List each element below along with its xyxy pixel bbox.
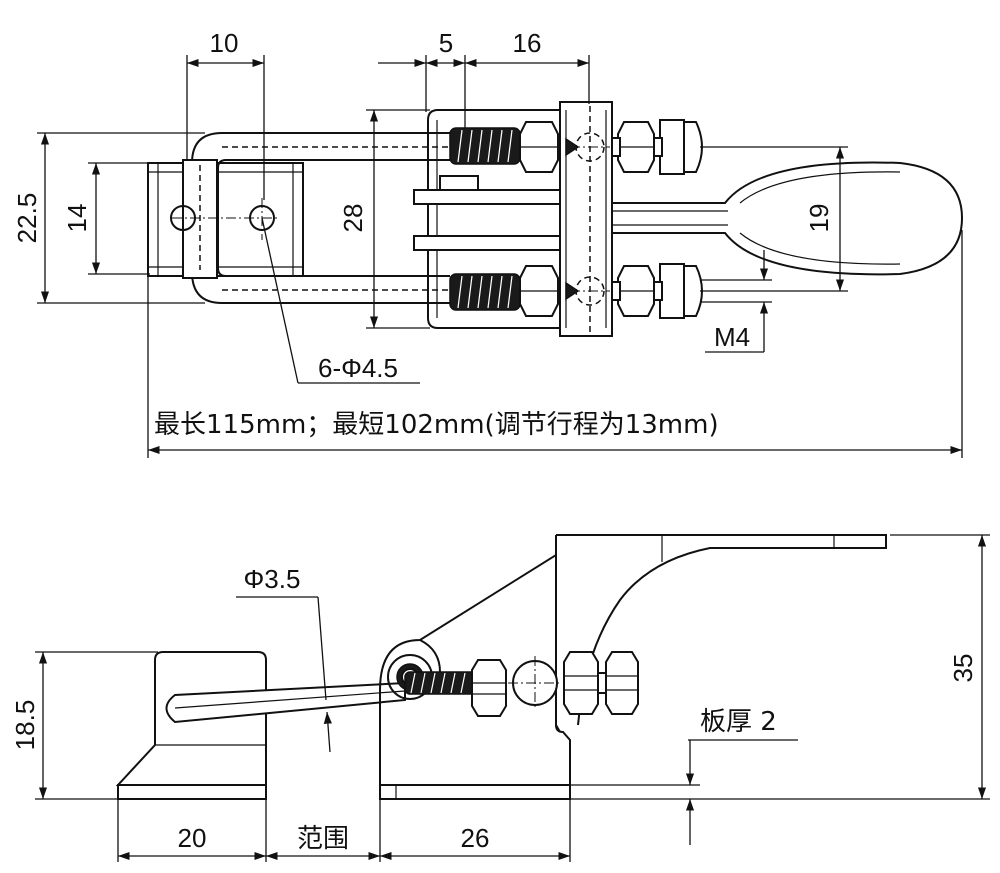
holes-label: 6-Φ4.5 (318, 353, 398, 383)
hex-nut-bottom-left (519, 265, 559, 317)
threaded-rod-top (449, 127, 521, 165)
hook-block (115, 651, 267, 800)
dim-5-16: 5 16 (378, 28, 590, 128)
side-nut-left (471, 659, 507, 717)
side-nut-right (563, 651, 599, 715)
dim-18-5: 18.5 (10, 651, 158, 800)
plate-label: 板厚 2 (700, 707, 777, 737)
plate-thickness: 板厚 2 (570, 707, 798, 845)
handle (612, 161, 964, 276)
pin-label: Φ3.5 (244, 564, 301, 594)
dim-28: 28 (338, 109, 430, 329)
hook-rod (165, 681, 406, 724)
dim-19-label: 19 (804, 204, 834, 233)
dim-20-label: 20 (178, 823, 207, 853)
length-note: 最长115mm；最短102mm(调节行程为13mm) (154, 410, 719, 440)
holes-callout: 6-Φ4.5 (261, 217, 420, 384)
acorn-nut-bottom (659, 263, 703, 319)
hex-nut-bottom-right (617, 265, 655, 317)
side-pivot-pin (508, 656, 562, 710)
dim-22-5-label: 22.5 (12, 193, 42, 244)
dim-16-label: 16 (513, 28, 542, 58)
dim-28-label: 28 (338, 204, 368, 233)
dim-m4: M4 (700, 250, 772, 353)
threaded-rod-bottom (449, 273, 521, 311)
dim-overall-length: 最长115mm；最短102mm(调节行程为13mm) (147, 230, 963, 458)
pivot-pin-bottom (565, 276, 610, 306)
base-plate (379, 553, 571, 800)
dim-18-5-label: 18.5 (10, 700, 40, 751)
range-label: 范围 (297, 824, 349, 854)
dim-35-label: 35 (948, 654, 978, 683)
top-view: 10 5 16 22.5 14 (12, 28, 964, 458)
dim-10: 10 (186, 28, 265, 200)
dim-19: 19 (700, 146, 848, 292)
dim-35: 35 (570, 534, 990, 800)
pivot-pin-top (565, 132, 610, 162)
dim-5-label: 5 (439, 28, 453, 58)
dim-22-5: 22.5 (12, 132, 205, 304)
side-acorn-nut (597, 651, 639, 715)
dim-10-label: 10 (210, 28, 239, 58)
hex-nut-top-left (519, 121, 559, 173)
hex-nut-top-right (617, 121, 655, 173)
pin-callout: Φ3.5 (236, 564, 332, 753)
dim-14: 14 (62, 162, 150, 275)
side-threaded-rod (404, 671, 478, 695)
dim-14-label: 14 (62, 204, 92, 233)
dim-26-label: 26 (461, 823, 490, 853)
dim-bottom-row: 20 范围 26 (117, 799, 571, 862)
acorn-nut-top (659, 119, 703, 175)
side-view: Φ3.5 18.5 35 板厚 2 (10, 534, 990, 862)
m4-label: M4 (714, 322, 750, 352)
hook-plate (147, 159, 304, 279)
